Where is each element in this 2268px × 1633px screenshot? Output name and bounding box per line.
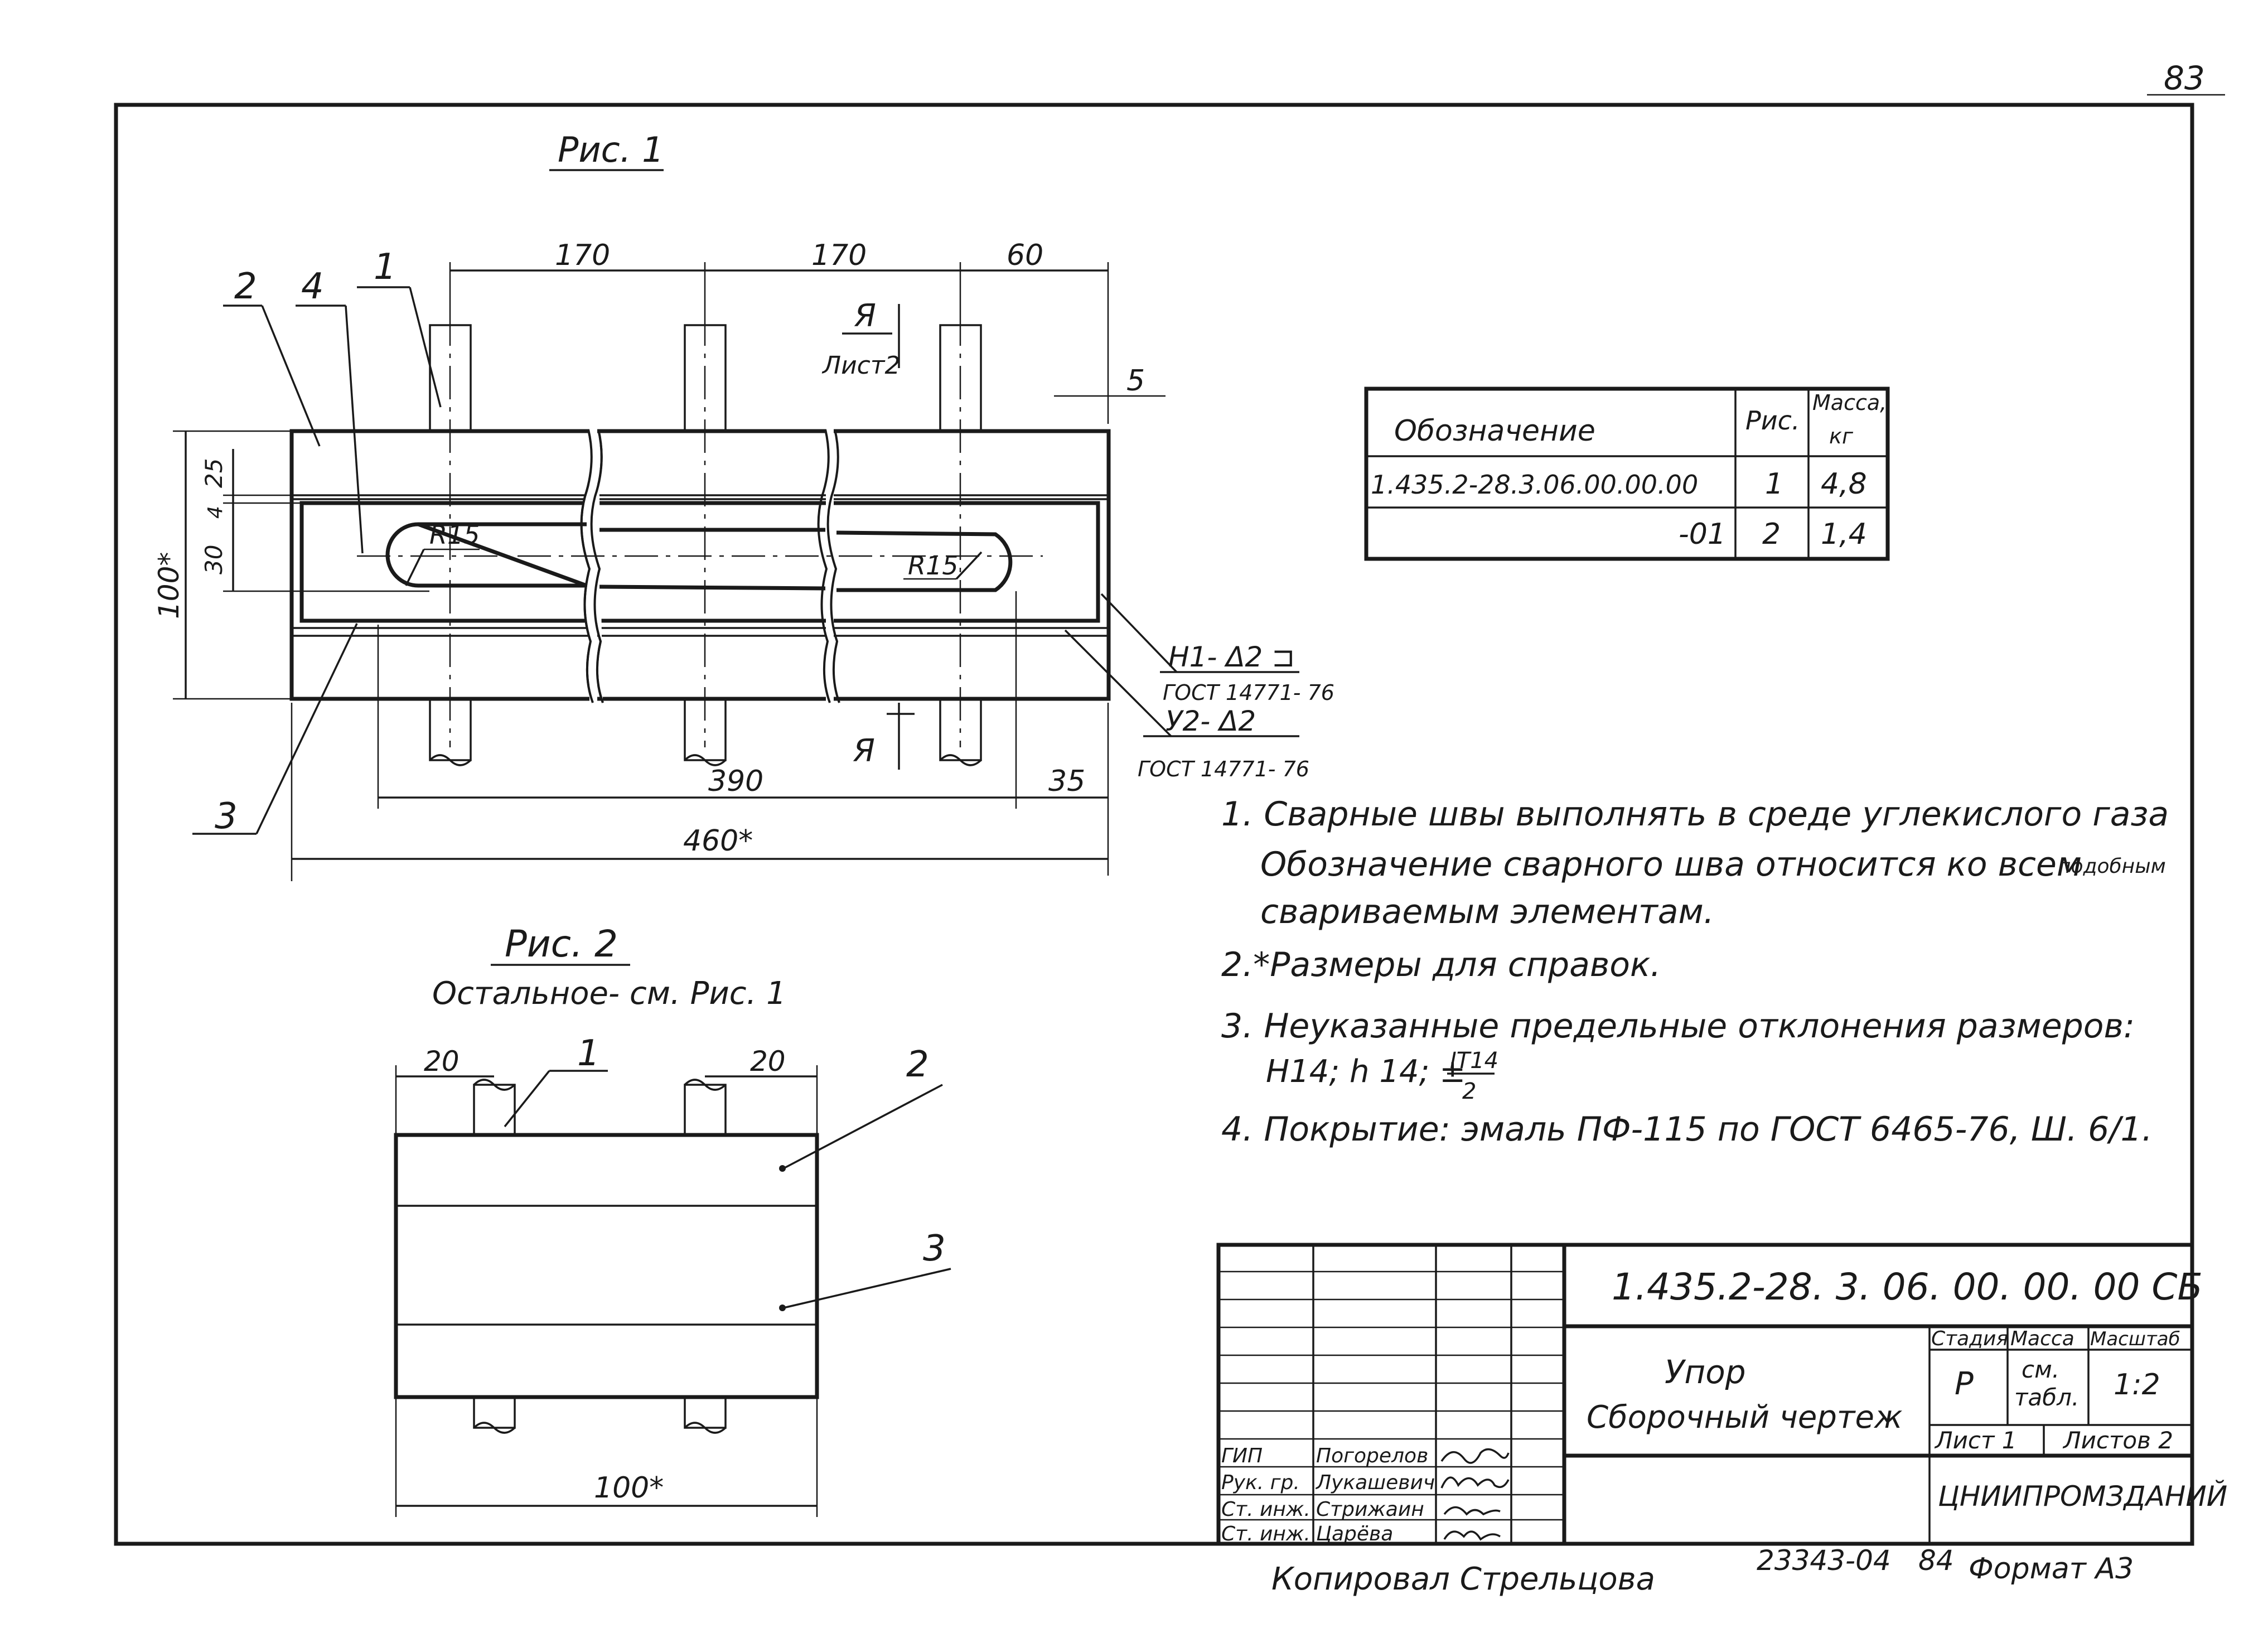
sheet-frame [114, 103, 2194, 1546]
tb-name-line2: Сборочный чертеж [1587, 1399, 1902, 1436]
fig2-dim-right-20: 20 [750, 1045, 786, 1078]
dim-r15-right: R15 [908, 550, 959, 581]
fig2-pin-top-1 [473, 1084, 516, 1136]
section-mark-top: Я [854, 298, 876, 334]
dim-bottom-35: 35 [1048, 765, 1085, 798]
note-4: 4. Покрытие: эмаль ПФ-115 по ГОСТ 6465-7… [1221, 1110, 2153, 1149]
tb-mass-header: Масса [2010, 1327, 2074, 1350]
figure-1: Рис. 1 [153, 129, 1334, 881]
spec-header-mass: Масса, [1812, 390, 1887, 415]
inner-frame [299, 501, 1100, 623]
note-1-line1: 1. Сварные швы выполнять в среде углекис… [1221, 795, 2169, 834]
figure-2: Рис. 2 Остальное- см. Рис. 1 20 20 100* … [394, 922, 951, 1517]
tb-mass-line1: см. [2022, 1356, 2059, 1383]
spec-row1-fig: 1 [1765, 467, 1783, 501]
spec-row1-mass: 4,8 [1821, 467, 1867, 501]
copied-by: Копировал Стрельцова [1271, 1561, 1655, 1597]
tb-stage: Р [1955, 1366, 1974, 1402]
fig2-title: Рис. 2 [505, 922, 618, 965]
dim-top-60: 60 [1007, 239, 1043, 272]
tb-role-1: ГИП [1221, 1444, 1263, 1467]
spec-row2-fig: 2 [1762, 518, 1781, 551]
fig2-pin-top-2 [684, 1084, 727, 1136]
dim-right-5: 5 [1126, 364, 1145, 398]
spec-row1-designation: 1.435.2-28.3.06.00.00.00 [1371, 470, 1698, 500]
tb-name-4: Царёва [1316, 1523, 1393, 1545]
weld2-symbol: У2- Δ2 [1166, 705, 1256, 737]
dim-r15-left: R15 [429, 520, 480, 550]
spec-header-mass-unit: кг [1829, 424, 1854, 448]
fig1-callout-1: 1 [374, 247, 396, 288]
note-1-line2: Обозначение сварного шва относится ко вс… [1260, 845, 2082, 884]
fig2-callout-3: 3 [923, 1228, 946, 1269]
weld1-standard: ГОСТ 14771- 76 [1163, 680, 1334, 705]
tb-scale-header: Масштаб [2090, 1328, 2180, 1350]
tb-name-3: Стрижаин [1316, 1498, 1424, 1521]
dim-bottom-460: 460* [683, 824, 753, 858]
tb-stage-header: Стадия [1931, 1327, 2008, 1350]
dim-top-170-b: 170 [811, 239, 867, 272]
technical-notes: 1. Сварные швы выполнять в среде углекис… [1221, 795, 2169, 1149]
note-1-small: подобным [2058, 855, 2166, 878]
fig2-body [394, 1133, 819, 1399]
tb-scale: 1:2 [2114, 1368, 2160, 1402]
section-mark-bottom: Я [853, 733, 875, 769]
fig2-subtitle: Остальное- см. Рис. 1 [432, 975, 786, 1012]
dim-top-170-a: 170 [555, 239, 610, 272]
note-3-line2: Н14; h 14; ± [1266, 1054, 1466, 1090]
section-sheet-ref: Лист2 [821, 351, 901, 380]
spec-row2-mass: 1,4 [1821, 518, 1867, 551]
title-block: 1.435.2-28. 3. 06. 00. 00. 00 СБ Упор Сб… [1216, 1243, 2227, 1546]
tb-sheet: Лист 1 [1934, 1427, 2017, 1454]
tb-designation: 1.435.2-28. 3. 06. 00. 00. 00 СБ [1612, 1265, 2203, 1308]
dim-left-30: 30 [200, 545, 228, 574]
tb-role-2: Рук. гр. [1221, 1471, 1300, 1494]
fig2-dim-width-100: 100* [594, 1471, 664, 1505]
break-lines [580, 424, 840, 708]
dim-bottom-390: 390 [708, 765, 763, 798]
tb-name-line1: Упор [1665, 1353, 1746, 1391]
tb-role-4: Ст. инж. [1221, 1523, 1310, 1545]
tb-role-3: Ст. инж. [1221, 1498, 1310, 1521]
handwritten-signatures [1440, 1448, 1510, 1541]
spec-row2-designation: -01 [1679, 518, 1726, 551]
tb-name-2: Лукашевич [1315, 1471, 1435, 1494]
archive-page: 84 [1918, 1544, 1954, 1577]
tb-organization: ЦНИИПРОМЗДАНИЙ [1938, 1480, 2227, 1513]
note-1-line3: свариваемым элементам. [1260, 892, 1714, 931]
note-3-line1: 3. Неуказанные предельные отклонения раз… [1221, 1007, 2135, 1046]
note-2: 2.*Размеры для справок. [1221, 945, 1661, 984]
spec-table: Обозначение Рис. Масса, кг 1.435.2-28.3.… [1364, 386, 1890, 561]
tb-name-1: Погорелов [1316, 1444, 1428, 1467]
spec-header-designation: Обозначение [1394, 414, 1595, 448]
fig2-callout-2: 2 [906, 1044, 929, 1085]
fig1-title: Рис. 1 [558, 129, 664, 170]
slot-outline [385, 522, 1013, 592]
tb-mass-line2: табл. [2014, 1384, 2079, 1411]
weld2-standard: ГОСТ 14771- 76 [1138, 757, 1309, 781]
note-3-frac-num: IT14 [1450, 1048, 1498, 1074]
dim-left-4: 4 [204, 506, 227, 519]
fig1-callout-4: 4 [301, 266, 324, 307]
page-number: 83 [2164, 59, 2205, 97]
fig1-callout-2: 2 [234, 266, 257, 307]
fig2-dim-left-20: 20 [424, 1045, 460, 1078]
dim-left-25: 25 [200, 458, 228, 488]
sheet-format: Формат А3 [1969, 1552, 2134, 1586]
dim-height-100: 100* [153, 552, 185, 619]
spec-header-fig: Рис. [1745, 405, 1800, 436]
note-3-frac-den: 2 [1462, 1079, 1476, 1104]
fig1-callout-3: 3 [215, 796, 238, 837]
weld1-symbol: Н1- Δ2 ⊐ [1168, 641, 1295, 673]
archive-code: 23343-04 [1757, 1544, 1891, 1577]
fig2-callout-1: 1 [577, 1033, 600, 1074]
plate-body [289, 429, 1111, 701]
tb-sheets: Листов 2 [2062, 1427, 2173, 1454]
